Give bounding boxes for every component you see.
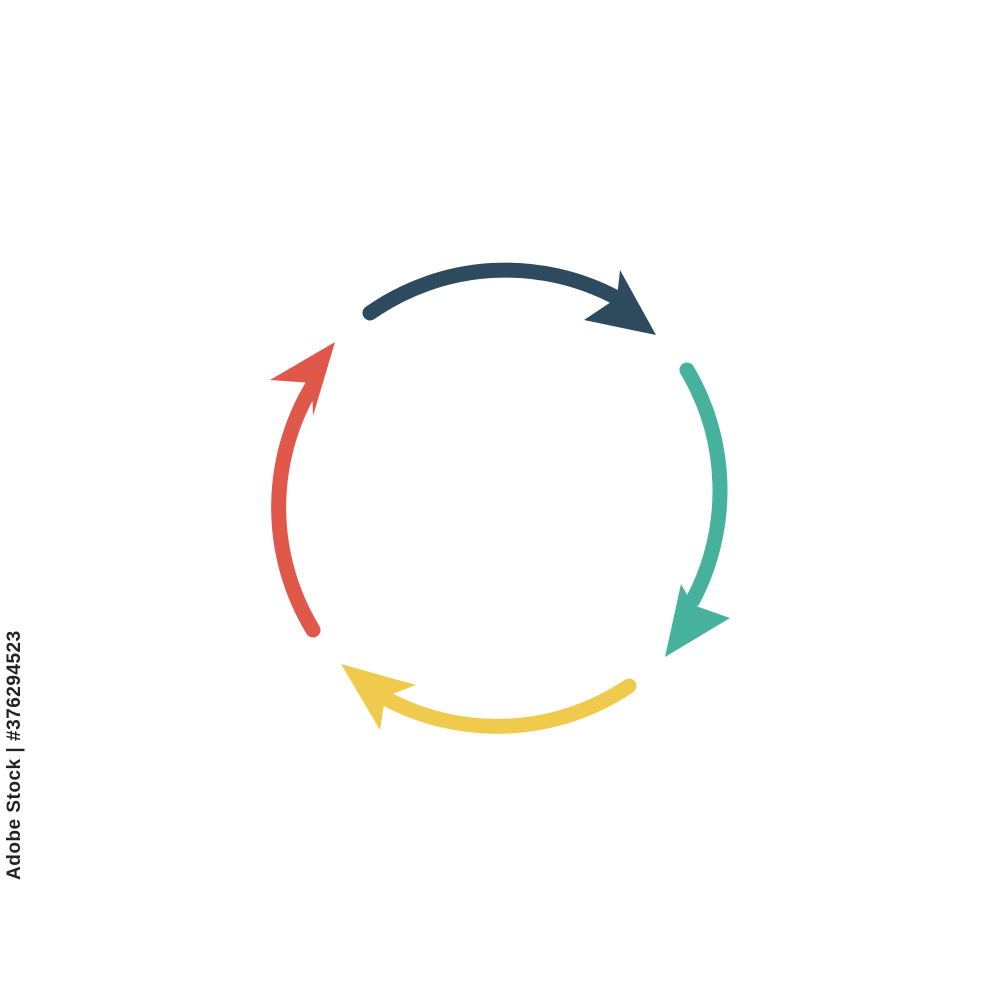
bottom-arrow	[341, 664, 637, 734]
right-arrow-shaft	[679, 362, 728, 608]
bottom-arrow-head	[341, 664, 416, 730]
right-arrow-head	[665, 584, 730, 657]
bottom-arrow-shaft	[375, 678, 637, 734]
left-arrow	[270, 342, 335, 638]
right-arrow	[665, 362, 730, 657]
top-arrow-shaft	[362, 262, 625, 321]
left-arrow-shaft	[271, 372, 324, 638]
left-arrow-head	[270, 342, 335, 416]
top-arrow	[362, 262, 656, 335]
top-arrow-head	[584, 270, 656, 335]
